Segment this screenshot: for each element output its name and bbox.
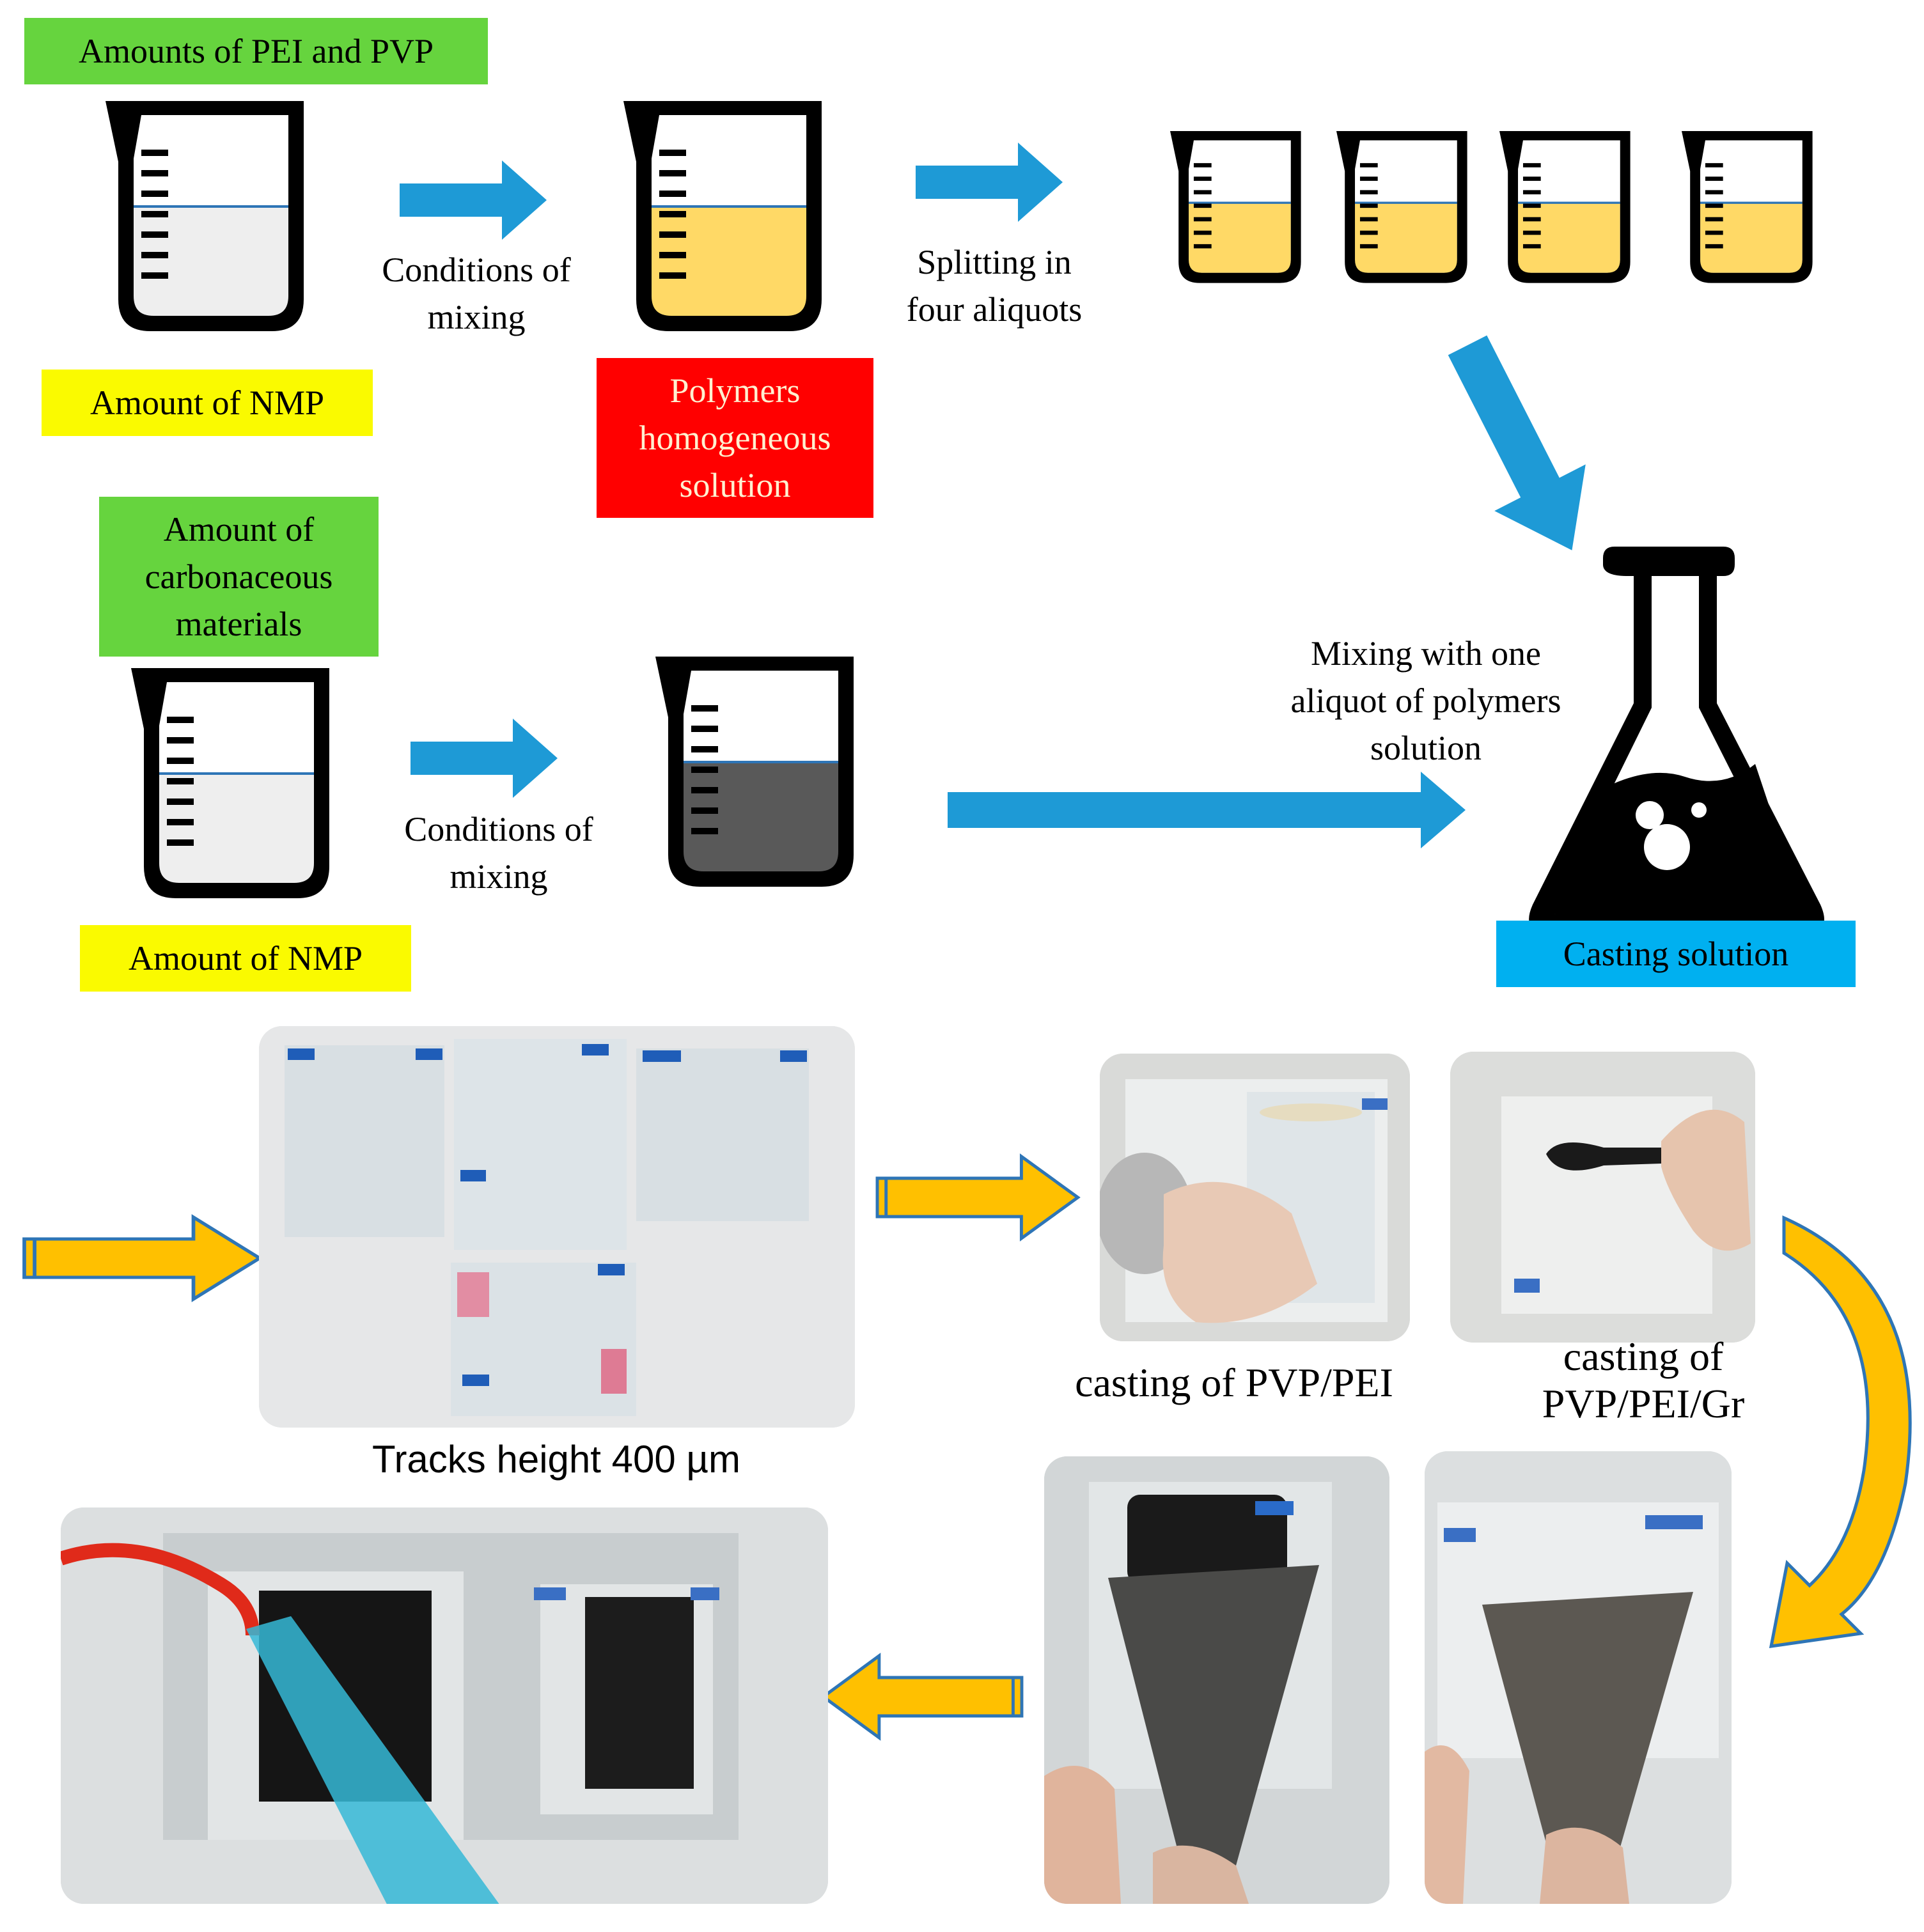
photo-casting-pvp-pei bbox=[1100, 1054, 1410, 1341]
right-arrow-icon bbox=[400, 160, 547, 240]
photo-washing-membranes bbox=[61, 1507, 828, 1904]
label-amount-nmp-top: Amount of NMP bbox=[42, 370, 373, 436]
caption-casting-pvp-pei: casting of PVP/PEI bbox=[1075, 1360, 1393, 1405]
beaker-icon bbox=[1170, 131, 1301, 283]
beaker-icon bbox=[131, 668, 329, 898]
step-conditions-mixing-bottom: Conditions of mixing bbox=[404, 810, 593, 896]
label-amount-carbonaceous: Amount of carbonaceous materials bbox=[99, 497, 379, 657]
beaker-icon bbox=[1499, 131, 1631, 283]
right-arrow-icon bbox=[916, 143, 1063, 222]
step-mixing-aliquot: Mixing with one aliquot of polymers solu… bbox=[1290, 634, 1561, 767]
curved-arrow-icon bbox=[1769, 1215, 1912, 1648]
beaker-icon bbox=[106, 101, 304, 331]
right-arrow-icon bbox=[824, 1656, 1022, 1738]
photo-tracks bbox=[259, 1026, 855, 1428]
beaker-icon bbox=[1682, 131, 1813, 283]
label-polymers-solution: Polymers homogeneous solution bbox=[597, 358, 873, 518]
photo-casting-pvp-pei-gr bbox=[1450, 1052, 1755, 1343]
beaker-icon bbox=[655, 657, 854, 887]
beaker-icon bbox=[623, 101, 822, 331]
label-casting-solution: Casting solution bbox=[1496, 921, 1856, 987]
right-arrow-icon bbox=[411, 719, 558, 798]
right-arrow-icon bbox=[24, 1217, 260, 1299]
photo-spreading-pvp-pei-gr bbox=[1044, 1456, 1389, 1904]
label-amounts-pei-pvp: Amounts of PEI and PVP bbox=[24, 18, 488, 84]
photo-spreading-pvp-pei bbox=[1425, 1451, 1732, 1904]
label-amount-nmp-bottom: Amount of NMP bbox=[80, 925, 411, 992]
right-arrow-icon bbox=[1448, 335, 1586, 550]
step-conditions-mixing-top: Conditions of mixing bbox=[382, 251, 571, 336]
right-arrow-icon bbox=[948, 772, 1466, 848]
right-arrow-icon bbox=[877, 1157, 1078, 1238]
erlenmeyer-flask-icon bbox=[1529, 547, 1824, 933]
caption-tracks-height: Tracks height 400 µm bbox=[372, 1438, 740, 1481]
beaker-icon bbox=[1336, 131, 1467, 283]
caption-casting-pvp-pei-gr: casting of PVP/PEI/Gr bbox=[1542, 1334, 1745, 1426]
step-splitting: Splitting in four aliquots bbox=[906, 243, 1083, 329]
